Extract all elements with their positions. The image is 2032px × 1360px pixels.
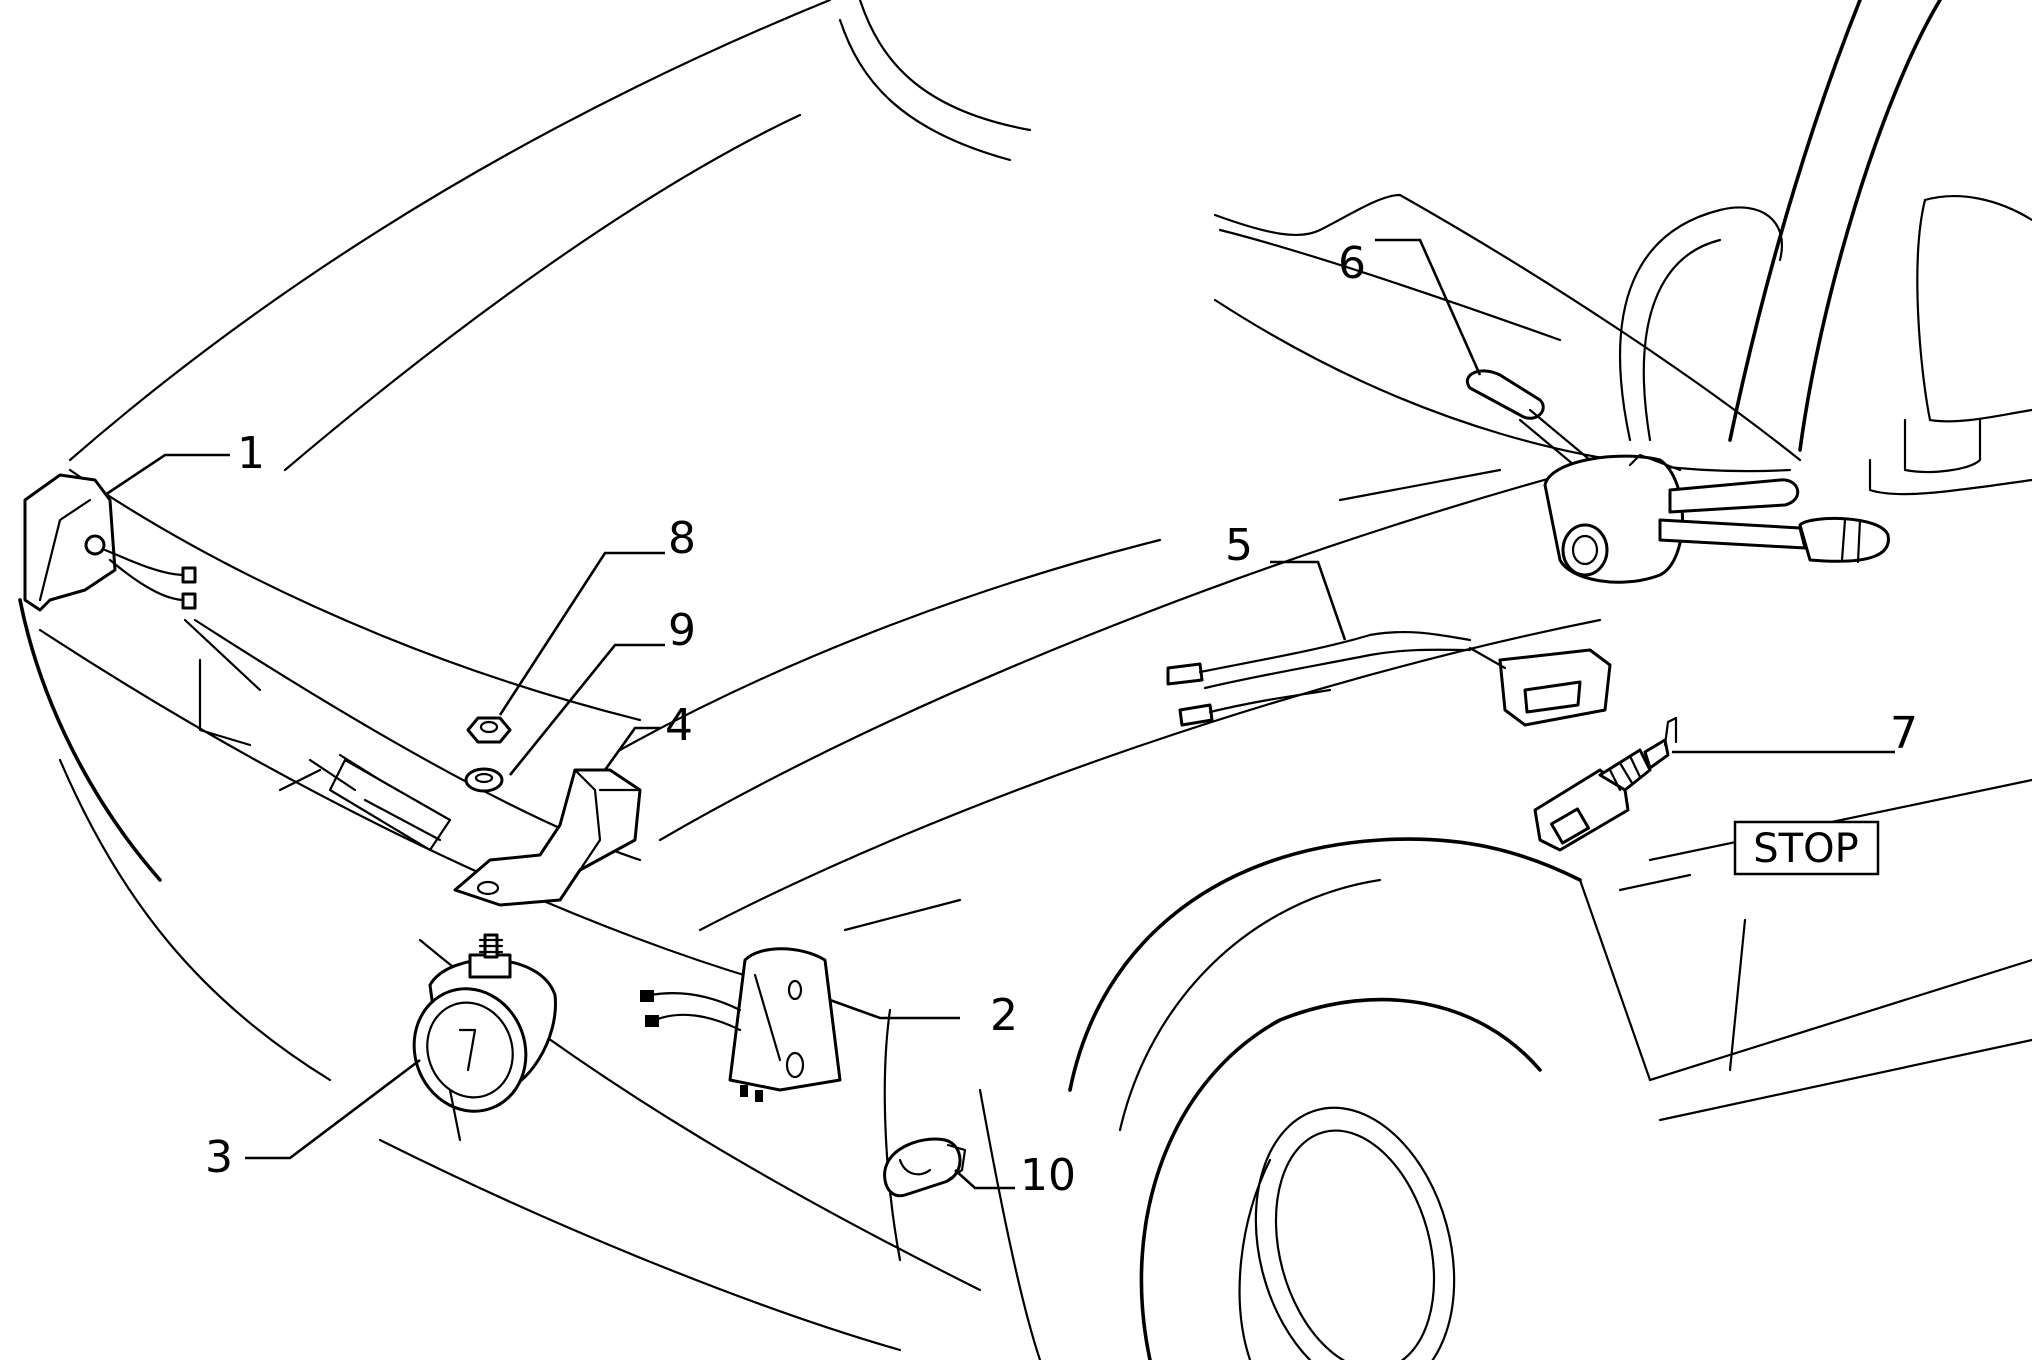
callout-10: 10 [1020, 1150, 1076, 1201]
part-1-headlamp-unit [23, 473, 197, 612]
callout-1: 1 [237, 428, 265, 479]
callout-5: 5 [1225, 520, 1253, 571]
callout-4: 4 [665, 700, 693, 751]
part-4-bracket [453, 768, 642, 907]
part-3-horn [412, 933, 557, 1142]
callout-6: 6 [1338, 238, 1366, 289]
callout-9: 9 [668, 605, 696, 656]
callout-leaders [104, 238, 1895, 1190]
callout-3: 3 [205, 1132, 233, 1183]
callout-7: 7 [1890, 708, 1918, 759]
stop-label-box: STOP [1733, 820, 1880, 876]
part-10-bulb [883, 1137, 967, 1198]
part-9-washer [464, 767, 504, 793]
part-2-side-lamp [640, 947, 842, 1102]
callout-2: 2 [990, 990, 1018, 1041]
part-8-nut [466, 716, 512, 744]
part-7-stop-light-switch [1533, 716, 1678, 852]
callout-8: 8 [668, 513, 696, 564]
callout-numbers: 1 2 3 4 5 6 7 8 9 10 [205, 238, 1918, 1201]
part-5-switch-harness [1166, 630, 1612, 727]
stop-label: STOP [1753, 826, 1858, 872]
part-6-steering-column-switch [1466, 369, 1890, 584]
